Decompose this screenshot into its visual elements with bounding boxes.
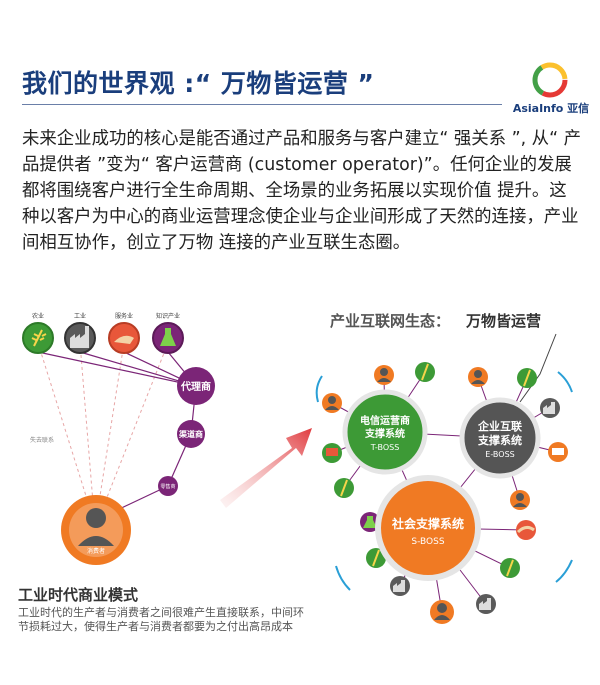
lost-link-label: 失去联系	[30, 436, 54, 444]
transition-arrow-icon	[220, 428, 312, 508]
factory-icon	[70, 326, 89, 348]
ecosystem-node	[516, 520, 536, 540]
industry-label: 农业	[32, 312, 44, 320]
ecosystem-node	[430, 600, 454, 624]
sboss-hub: 社会支撑系统 S-BOSS	[375, 475, 481, 581]
ecosystem-node	[510, 490, 530, 510]
ecosystem-node	[540, 398, 560, 418]
industrial-model-description: 工业时代的生产者与消费者之间很难产生直接联系，中间环节损耗过大，使得生产者与消费…	[18, 606, 304, 633]
retailer-node: 零售商	[158, 476, 178, 496]
sboss-line1: 社会支撑系统	[391, 516, 464, 531]
industry-node-industry: 工业	[64, 312, 96, 354]
ecosystem-node	[374, 365, 394, 385]
handshake-icon	[114, 335, 134, 344]
industry-label: 工业	[74, 312, 86, 320]
agent-node: 代理商	[177, 367, 215, 405]
industrial-model-title: 工业时代商业模式	[18, 586, 139, 604]
heading-pointer-line	[519, 333, 557, 403]
tboss-line2: 支撑系统	[364, 427, 405, 440]
lost-link-lines	[37, 342, 169, 516]
retailer-label: 零售商	[160, 483, 175, 490]
sboss-line2: S-BOSS	[411, 537, 444, 547]
ecosystem-node	[322, 393, 342, 413]
channel-label: 渠道商	[178, 429, 203, 439]
eboss-line3: E-BOSS	[485, 450, 514, 459]
ecosystem-node	[517, 368, 537, 388]
industry-node-knowledge: 知识产业	[152, 312, 184, 354]
flask-icon	[160, 328, 176, 346]
ecosystem-heading-value: 万物皆运营	[466, 312, 542, 330]
ecosystem-diagram: 农业 工业 服务业 知识产业 代理商 渠道商 零售商 消费者 失去联系	[22, 312, 573, 624]
ecosystem-heading: 产业互联网生态： 万物皆运营	[330, 310, 541, 331]
eboss-line1: 企业互联	[477, 419, 522, 433]
tboss-hub: 电信运营商 支撑系统 T-BOSS	[342, 389, 428, 475]
ecosystem-heading-label: 产业互联网生态：	[330, 312, 451, 330]
ecosystem-node	[322, 443, 342, 463]
ecosystem-node	[468, 367, 488, 387]
ecosystem-node	[334, 478, 354, 498]
logo-text: AsiaInfo 亚信	[512, 102, 590, 115]
ecosystem-node	[360, 512, 380, 532]
consumer-label: 消费者	[87, 547, 105, 555]
title-underline	[22, 104, 502, 105]
cycle-arrows	[315, 371, 573, 591]
ecosystem-node	[548, 442, 568, 462]
ecosystem-node	[390, 576, 410, 596]
industry-node-agriculture: 农业	[22, 312, 54, 354]
eboss-hub: 企业互联 支撑系统 E-BOSS	[459, 397, 541, 479]
ecosystem-node	[366, 548, 386, 568]
page-title: 我们的世界观 :“ 万物皆运营 ”	[22, 69, 375, 98]
tboss-line3: T-BOSS	[370, 443, 400, 452]
tboss-line1: 电信运营商	[360, 414, 410, 427]
wheat-icon	[31, 329, 47, 347]
ecosystem-node	[500, 558, 520, 578]
ecosystem-node	[415, 362, 435, 382]
asiainfo-logo	[532, 62, 568, 98]
consumer-node: 消费者	[61, 495, 131, 565]
person-icon	[86, 508, 106, 528]
agent-label: 代理商	[180, 380, 211, 393]
eboss-line2: 支撑系统	[477, 433, 522, 447]
industry-label: 知识产业	[156, 312, 180, 320]
industry-label: 服务业	[115, 312, 133, 320]
industry-node-service: 服务业	[108, 312, 140, 354]
channel-node: 渠道商	[177, 420, 205, 448]
intro-paragraph: 未来企业成功的核心是能否通过产品和服务与客户建立“ 强关系 ”, 从“ 产品提供…	[22, 129, 581, 253]
ecosystem-node	[476, 594, 496, 614]
